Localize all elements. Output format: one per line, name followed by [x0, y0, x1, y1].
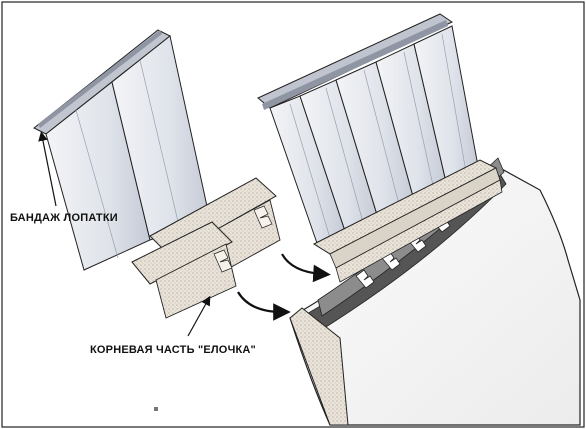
curved-arrow-icon [281, 253, 331, 283]
root-label: КОРНЕВАЯ ЧАСТЬ "ЕЛОЧКА" [90, 344, 256, 356]
scan-mark [154, 407, 158, 411]
blade-cascade [257, 13, 503, 283]
shroud-label: БАНДАЖ ЛОПАТКИ [10, 212, 118, 224]
curved-arrow-icon [237, 291, 291, 321]
arrow-icon [38, 131, 57, 207]
arrow-icon [187, 295, 211, 337]
loose-blades [33, 29, 281, 319]
